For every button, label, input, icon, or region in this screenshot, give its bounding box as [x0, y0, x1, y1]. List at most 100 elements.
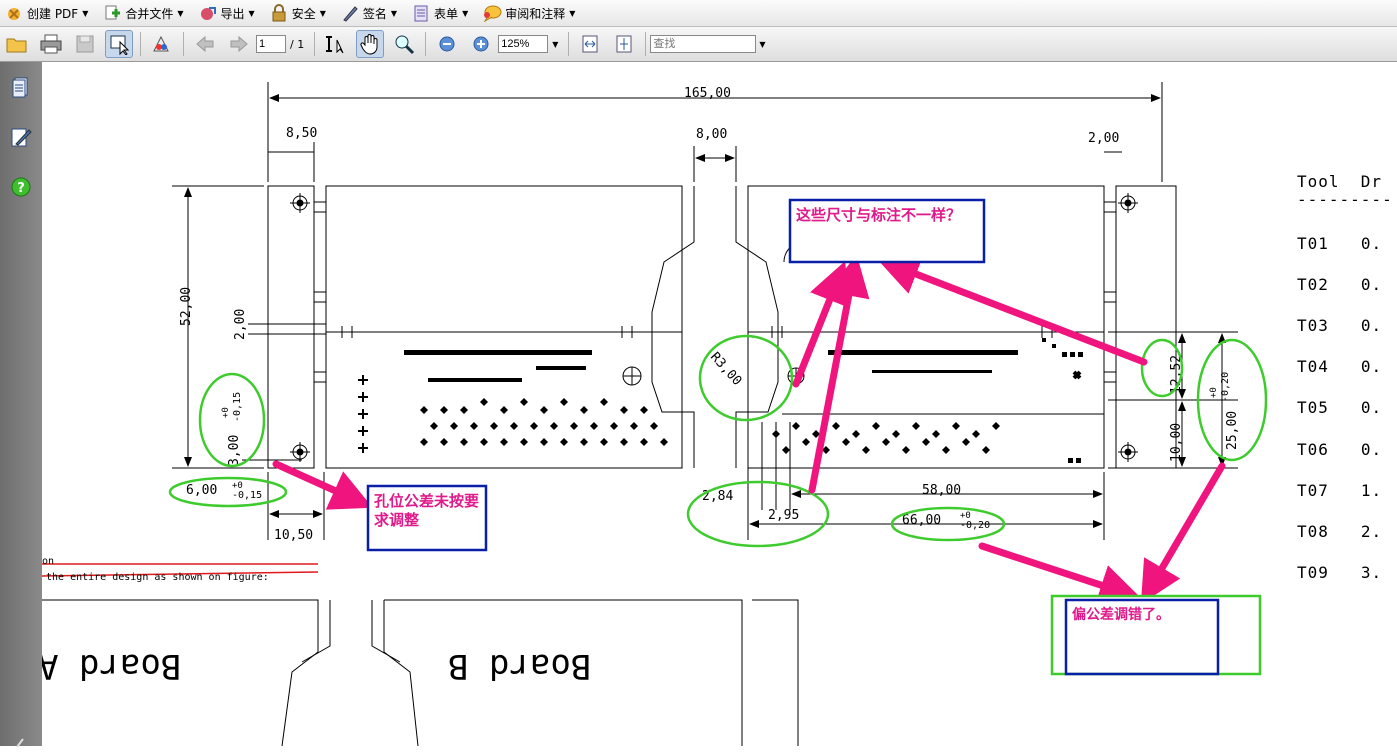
menu-review-comment[interactable]: 审阅和注释▼ — [478, 1, 581, 25]
dim-1252: 12,52 — [1169, 355, 1184, 394]
dim-6600-tol-plus: +0 — [960, 511, 971, 521]
note-top-text: 这些尺寸与标注不一样？ — [796, 206, 962, 224]
create-pdf-icon — [4, 3, 24, 23]
component-pads-right — [772, 338, 1083, 463]
dim-hole-v-tol-plus: +0 — [221, 407, 231, 418]
tool-table-header: Tool Dr — [1297, 172, 1383, 191]
dim-hole-h-tol-plus: +0 — [232, 481, 243, 491]
dim-hole-h-tol-minus: -0,15 — [232, 490, 262, 501]
menu-sign-label: 签名 — [362, 6, 387, 21]
combine-files-icon — [102, 3, 122, 23]
toolbar: / 1 ▼ ▼ — [0, 27, 1397, 62]
search-dropdown-icon[interactable]: ▼ — [759, 39, 766, 49]
zoom-marquee-icon — [395, 35, 415, 55]
hand-tool-button[interactable] — [356, 30, 385, 58]
strike-text-line-2: the entire design as shown on figure: — [46, 572, 269, 583]
zoom-dropdown-icon[interactable]: ▼ — [552, 39, 559, 49]
pages-panel-button[interactable] — [10, 76, 32, 98]
menu-combine-files[interactable]: 合并文件▼ — [98, 1, 189, 25]
dim-radius: R3,00 — [707, 350, 744, 389]
board-a-label: Board A — [42, 646, 182, 686]
menu-export-label: 导出 — [220, 6, 245, 21]
dim-2500-tol-minus: -0,20 — [1220, 372, 1231, 402]
color-tool-button[interactable] — [148, 30, 176, 58]
dim-2500: 25,00 — [1225, 411, 1240, 450]
arrow-right-icon — [230, 35, 248, 53]
help-icon: ? — [11, 177, 31, 197]
dim-slot: 2,00 — [233, 309, 248, 340]
comment-icon — [482, 3, 502, 23]
dim-hole-pitch: 10,50 — [274, 528, 313, 543]
dim-overall-width: 165,00 — [684, 86, 731, 101]
dim-2500-tol-plus: +0 — [1209, 387, 1219, 398]
tool-table-rule: --------- — [1297, 190, 1393, 209]
menu-security[interactable]: 安全▼ — [265, 1, 332, 25]
page-number-input[interactable] — [256, 35, 286, 53]
note-box-right-inner — [1064, 598, 1220, 676]
dim-5800: 58,00 — [922, 483, 961, 498]
tool-row-8: T08 2. — [1297, 522, 1383, 541]
note-box-top — [788, 198, 986, 264]
zoom-in-icon — [473, 36, 489, 52]
menu-sign[interactable]: 签名▼ — [336, 1, 403, 25]
text-select-button[interactable] — [322, 30, 350, 58]
select-tool-button[interactable] — [105, 30, 133, 58]
document-view[interactable]: 165,00 8,50 8,00 2,00 52,00 2,00 3,00 +0… — [42, 62, 1397, 746]
menu-create-pdf[interactable]: 创建 PDF▼ — [0, 1, 94, 25]
note-box-left — [366, 484, 488, 552]
menu-export[interactable]: 导出▼ — [194, 1, 261, 25]
tool-row-1: T01 0. — [1297, 234, 1383, 253]
dim-hole-v-tol-minus: -0,15 — [232, 392, 243, 422]
fit-page-icon — [616, 35, 632, 53]
board-b-label: Board B — [448, 646, 592, 686]
navigation-panel: ? — [0, 62, 42, 748]
component-pads-left — [404, 350, 668, 446]
zoom-tool-button[interactable] — [390, 30, 418, 58]
hand-icon — [360, 34, 378, 55]
dim-hole-v: 3,00 — [227, 435, 242, 466]
dim-gap: 8,00 — [696, 127, 727, 142]
zoom-out-button[interactable] — [433, 30, 461, 58]
disk-icon — [76, 35, 94, 53]
next-page-button[interactable] — [225, 30, 253, 58]
arrow-left-icon — [196, 35, 214, 53]
previous-page-button[interactable] — [191, 30, 219, 58]
dim-6600-tol-minus: -0,20 — [960, 520, 990, 531]
menu-review-comment-label: 审阅和注释 — [505, 6, 566, 21]
fit-width-button[interactable] — [576, 30, 604, 58]
tool-row-6: T06 0. — [1297, 440, 1383, 459]
save-button[interactable] — [71, 30, 99, 58]
attachment-icon[interactable] — [10, 732, 32, 754]
menu-bar: 创建 PDF▼ 合并文件▼ 导出▼ 安全▼ 签名▼ 表单▼ 审阅和注释▼ — [0, 0, 1397, 27]
text-cursor-icon — [326, 36, 344, 54]
tool-row-4: T04 0. — [1297, 357, 1383, 376]
zoom-out-icon — [439, 36, 455, 52]
annotation-arrows — [272, 254, 1226, 606]
strike-text-line-1: on — [42, 556, 55, 567]
menu-forms[interactable]: 表单▼ — [407, 1, 474, 25]
search-input[interactable] — [650, 35, 757, 53]
help-button[interactable]: ? — [10, 176, 32, 198]
dim-left-margin: 8,50 — [286, 126, 317, 141]
lock-icon — [269, 3, 289, 23]
signatures-panel-button[interactable] — [10, 126, 32, 148]
tool-row-2: T02 0. — [1297, 275, 1383, 294]
tool-row-3: T03 0. — [1297, 316, 1383, 335]
printer-icon — [40, 34, 62, 54]
note-left-text: 孔位公差未按要求调整 — [374, 492, 480, 529]
pen-icon — [340, 3, 360, 23]
open-folder-button[interactable] — [3, 30, 31, 58]
zoom-in-button[interactable] — [467, 30, 495, 58]
zoom-level-input[interactable] — [498, 35, 549, 53]
menu-security-label: 安全 — [291, 6, 316, 21]
dim-1000: 10,00 — [1169, 423, 1184, 462]
tool-row-5: T05 0. — [1297, 398, 1383, 417]
fit-page-button[interactable] — [610, 30, 638, 58]
dim-hole-h: 6,00 — [186, 483, 217, 498]
print-button[interactable] — [37, 30, 65, 58]
svg-text:?: ? — [17, 181, 25, 196]
menu-combine-files-label: 合并文件 — [125, 6, 174, 21]
folder-icon — [6, 38, 27, 53]
export-icon — [198, 3, 218, 23]
select-cursor-icon — [110, 35, 130, 55]
